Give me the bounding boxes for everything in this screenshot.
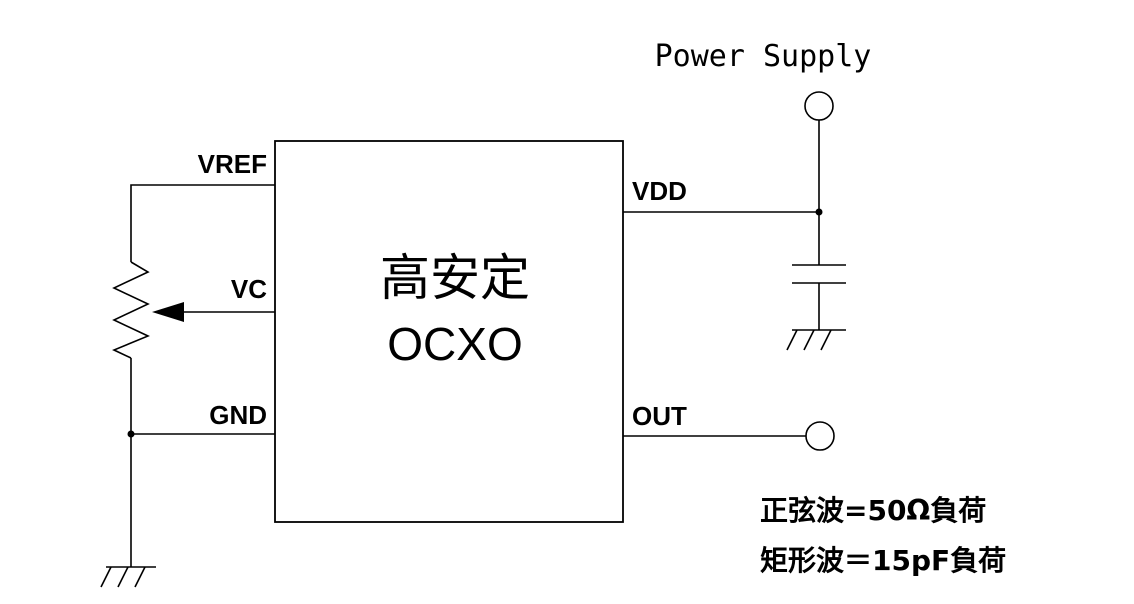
vdd-junction-dot xyxy=(815,208,823,216)
ocxo-block xyxy=(274,140,624,523)
pin-label-out: OUT xyxy=(632,401,687,431)
pin-label-vc: VC xyxy=(231,274,267,304)
potentiometer-zigzag xyxy=(112,261,150,359)
pin-label-vref: VREF xyxy=(198,149,267,179)
output-terminal-icon xyxy=(805,421,835,451)
power-supply-terminal-icon xyxy=(804,91,834,121)
power-supply-label: Power Supply xyxy=(655,39,872,74)
bypass-capacitor xyxy=(792,264,846,330)
ocxo-title-en: OCXO xyxy=(387,318,522,370)
vref-wire xyxy=(130,184,275,262)
ocxo-title-jp: 高安定 xyxy=(380,249,530,307)
pin-label-gnd: GND xyxy=(209,400,267,430)
ground-symbol-left xyxy=(100,566,156,588)
pin-label-vdd: VDD xyxy=(632,176,687,206)
ground-symbol-right xyxy=(786,329,846,351)
wiper-arrow-icon xyxy=(152,302,184,322)
gnd-junction-dot xyxy=(127,430,135,438)
square-load-note: 矩形波＝15pF負荷 xyxy=(760,544,1006,577)
sine-load-note: 正弦波=50Ω負荷 xyxy=(760,494,986,527)
